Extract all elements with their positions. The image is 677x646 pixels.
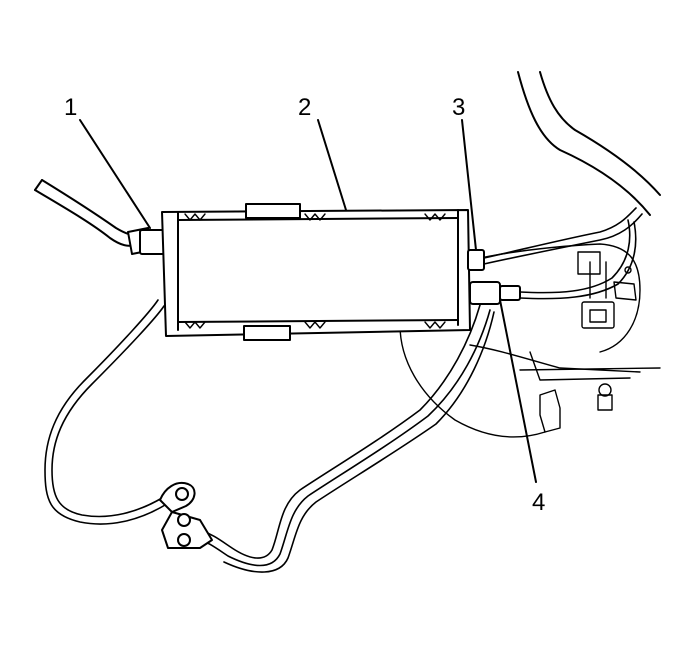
- module-box: [161, 203, 471, 341]
- connector-3: [467, 207, 643, 271]
- leader-1: [79, 119, 151, 229]
- callout-label-3: 3: [452, 94, 465, 121]
- leader-3: [461, 119, 477, 251]
- callout-leaders: [79, 119, 537, 483]
- vehicle-body-panels: [399, 71, 661, 438]
- harness-cable-lower: [44, 299, 495, 573]
- callout-labels: 1 2 3 4: [64, 94, 545, 516]
- leader-4: [499, 299, 537, 483]
- ground-bracket: [159, 482, 213, 549]
- callout-label-2: 2: [298, 94, 311, 121]
- connector-4: [469, 219, 637, 305]
- leader-2: [317, 119, 347, 211]
- harness-cable-left: [34, 179, 167, 255]
- callout-label-1: 1: [64, 94, 77, 121]
- callout-label-4: 4: [532, 489, 545, 516]
